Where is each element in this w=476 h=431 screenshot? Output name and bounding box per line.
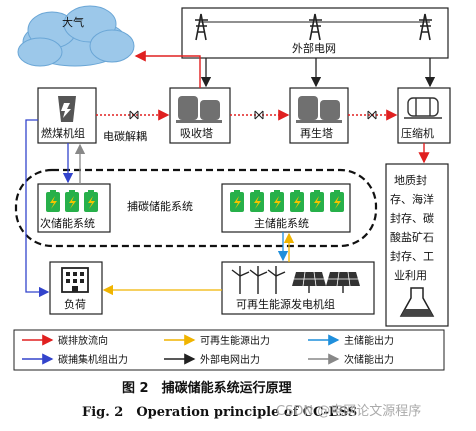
load-label: 负荷: [64, 297, 86, 311]
caption-en: Fig. 2 Operation principle of CC-ESS: [82, 405, 357, 420]
storage-line-5: 封存、工: [390, 249, 434, 263]
legend-item-secondary-output: 次储能出力: [344, 353, 394, 366]
wind-turbine-icon: [267, 266, 286, 294]
transmission-tower-icon: [309, 13, 322, 41]
coal-unit: 燃煤机组: [37, 87, 97, 144]
power-plant-icon: [58, 96, 76, 122]
watermark: CSDN @电网论文源程序: [276, 404, 421, 419]
atmosphere-label: 大气: [62, 15, 84, 29]
battery-icon: [84, 190, 98, 212]
renewable-units: 可再生能源发电机组: [221, 261, 375, 315]
battery-icon: [270, 190, 284, 212]
regenerator: 再生塔: [289, 87, 349, 144]
ccess-boundary: [14, 168, 378, 248]
wind-turbine-icon: [249, 266, 268, 294]
compressor: 压缩机: [397, 87, 451, 144]
caption-cn: 图 2 捕碳储能系统运行原理: [122, 380, 292, 396]
external-grid: 外部电网: [181, 7, 449, 59]
secondary-storage: 次储能系统: [37, 183, 111, 233]
battery-icon: [46, 190, 60, 212]
regenerator-label: 再生塔: [300, 126, 333, 140]
absorber-label: 吸收塔: [180, 126, 213, 140]
storage-utilization: 地质封 存、海洋 封存、碳 酸盐矿石 封存、工 业利用: [385, 163, 449, 327]
wind-turbine-icon: [231, 266, 250, 294]
load: 负荷: [49, 261, 103, 315]
primary-storage-label: 主储能系统: [254, 216, 309, 230]
battery-icon: [310, 190, 324, 212]
valve-icon: [254, 110, 264, 120]
compressor-icon: [404, 97, 442, 119]
legend: 碳排放流向 可再生能源出力 主储能出力 碳捕集机组出力 外部电网出力 次储能出力: [13, 329, 445, 371]
legend-item-primary-output: 主储能出力: [344, 334, 394, 347]
legend-item-capture-output: 碳捕集机组出力: [58, 353, 128, 366]
building-icon: [61, 267, 89, 293]
compressor-label: 压缩机: [401, 126, 434, 140]
storage-line-1: 地质封: [394, 173, 427, 187]
legend-item-carbon-emission: 碳排放流向: [58, 334, 108, 347]
legend-item-grid-output: 外部电网出力: [200, 353, 260, 366]
cloud-icon: [17, 5, 135, 67]
ccess-label: 捕碳储能系统: [127, 199, 193, 213]
flow-absorber-to-atmosphere: [134, 50, 201, 88]
storage-line-2: 存、海洋: [390, 192, 434, 206]
storage-line-6: 业利用: [394, 269, 427, 282]
solar-panel-icon: [326, 271, 360, 293]
flask-icon: [399, 287, 435, 317]
tower-tank-icon: [176, 96, 222, 123]
primary-storage: 主储能系统: [221, 183, 351, 233]
battery-icon: [65, 190, 79, 212]
battery-icon: [290, 190, 304, 212]
flow-coal-to-load: [25, 119, 50, 298]
carbon-decoupling-label: 电碳解耦: [103, 129, 147, 143]
coal-unit-label: 燃煤机组: [41, 126, 85, 140]
transmission-tower-icon: [195, 13, 208, 41]
absorber: 吸收塔: [169, 87, 231, 144]
renewable-units-label: 可再生能源发电机组: [236, 297, 335, 311]
transmission-tower-icon: [419, 13, 432, 41]
storage-line-4: 酸盐矿石: [390, 230, 434, 244]
external-grid-label: 外部电网: [292, 41, 336, 55]
tower-tank-icon: [296, 96, 342, 123]
atmosphere-cloud: 大气: [17, 5, 135, 67]
battery-icon: [330, 190, 344, 212]
battery-icon: [250, 190, 264, 212]
solar-panel-icon: [292, 271, 326, 293]
valve-icon: [129, 110, 139, 120]
battery-icon: [230, 190, 244, 212]
valve-icon: [367, 110, 377, 120]
storage-line-3: 封存、碳: [390, 211, 434, 225]
legend-item-renewable-output: 可再生能源出力: [200, 334, 270, 347]
secondary-storage-label: 次储能系统: [40, 216, 95, 230]
